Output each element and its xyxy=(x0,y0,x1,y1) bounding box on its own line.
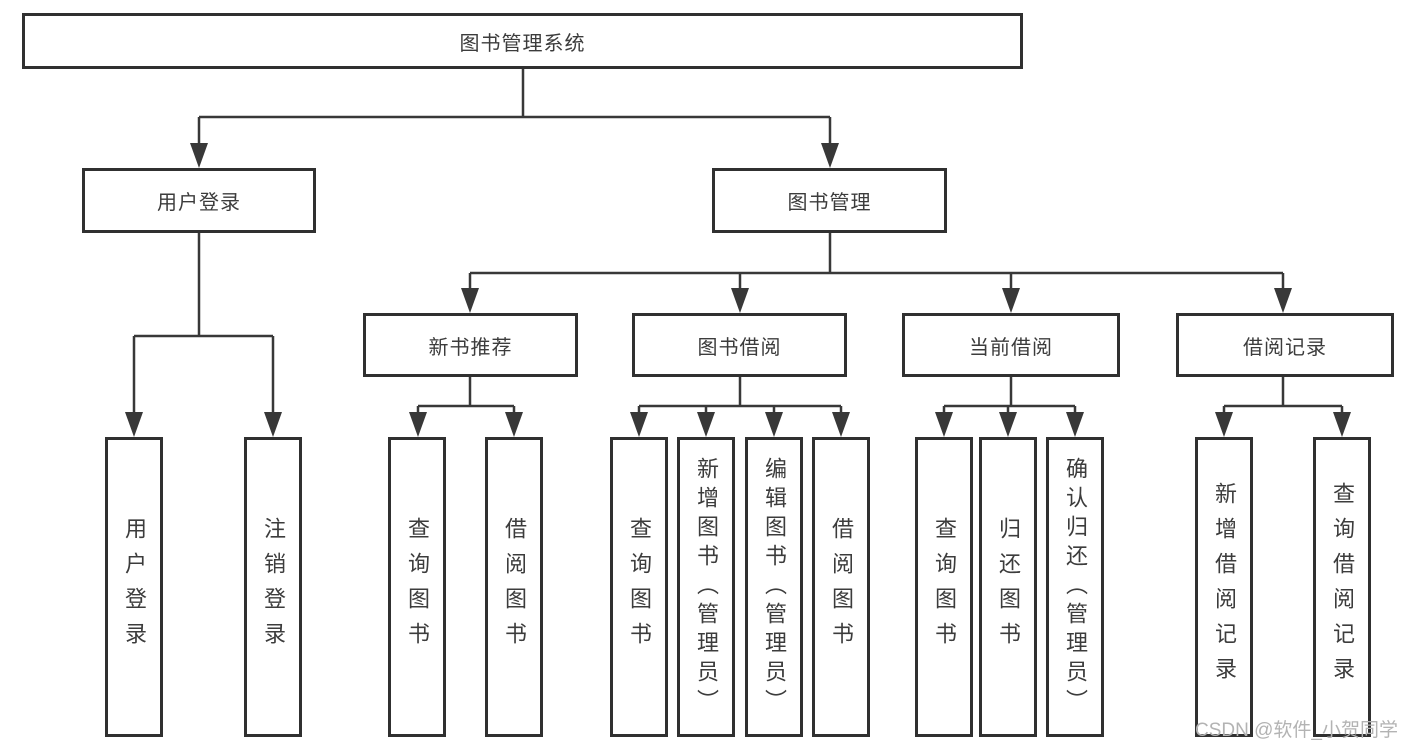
leaf-confirm-return-admin: 确认归还（管理员） xyxy=(1046,437,1104,737)
leaf-query-books-borrowing-label: 查询图书 xyxy=(627,517,652,657)
node-new-book-recommend-label: 新书推荐 xyxy=(428,336,513,359)
leaf-user-login-label: 用户登录 xyxy=(122,517,147,657)
csdn-watermark: CSDN @软件_小贺同学 xyxy=(1195,720,1398,741)
leaf-return-books: 归还图书 xyxy=(979,437,1037,737)
node-book-management: 图书管理 xyxy=(712,168,947,233)
node-user-login: 用户登录 xyxy=(82,168,316,233)
node-user-login-label: 用户登录 xyxy=(157,192,241,214)
node-new-book-recommend: 新书推荐 xyxy=(363,313,578,377)
leaf-query-books-borrowing: 查询图书 xyxy=(610,437,668,737)
leaf-add-book-admin: 新增图书（管理员） xyxy=(677,437,735,737)
node-library-system-label: 图书管理系统 xyxy=(459,32,586,55)
leaf-user-login: 用户登录 xyxy=(105,437,163,737)
leaf-add-borrow-record: 新增借阅记录 xyxy=(1195,437,1253,737)
node-current-borrowing-label: 当前借阅 xyxy=(969,336,1053,359)
node-book-management-label: 图书管理 xyxy=(787,192,872,214)
leaf-borrow-books-recommend-label: 借阅图书 xyxy=(502,517,527,657)
node-borrowing-records: 借阅记录 xyxy=(1176,313,1394,377)
node-borrowing-records-label: 借阅记录 xyxy=(1243,336,1327,359)
leaf-edit-book-admin: 编辑图书（管理员） xyxy=(745,437,803,737)
leaf-borrow-books-label: 借阅图书 xyxy=(829,517,854,657)
leaf-query-books-recommend: 查询图书 xyxy=(388,437,446,737)
leaf-borrow-books-recommend: 借阅图书 xyxy=(485,437,543,737)
leaf-query-books-recommend-label: 查询图书 xyxy=(405,517,430,657)
node-library-system: 图书管理系统 xyxy=(22,13,1023,69)
leaf-borrow-books: 借阅图书 xyxy=(812,437,870,737)
node-current-borrowing: 当前借阅 xyxy=(902,313,1120,377)
leaf-logout-label: 注销登录 xyxy=(261,517,286,657)
leaf-query-books-current-label: 查询图书 xyxy=(932,517,957,657)
leaf-add-borrow-record-label: 新增借阅记录 xyxy=(1212,482,1237,692)
leaf-return-books-label: 归还图书 xyxy=(996,517,1021,657)
leaf-add-book-admin-label: 新增图书（管理员） xyxy=(694,456,719,718)
leaf-query-borrow-record: 查询借阅记录 xyxy=(1313,437,1371,737)
leaf-logout: 注销登录 xyxy=(244,437,302,737)
leaf-confirm-return-admin-label: 确认归还（管理员） xyxy=(1063,456,1088,718)
node-book-borrowing-label: 图书借阅 xyxy=(697,336,782,359)
node-book-borrowing: 图书借阅 xyxy=(632,313,847,377)
leaf-edit-book-admin-label: 编辑图书（管理员） xyxy=(762,456,787,718)
leaf-query-borrow-record-label: 查询借阅记录 xyxy=(1330,482,1355,692)
leaf-query-books-current: 查询图书 xyxy=(915,437,973,737)
